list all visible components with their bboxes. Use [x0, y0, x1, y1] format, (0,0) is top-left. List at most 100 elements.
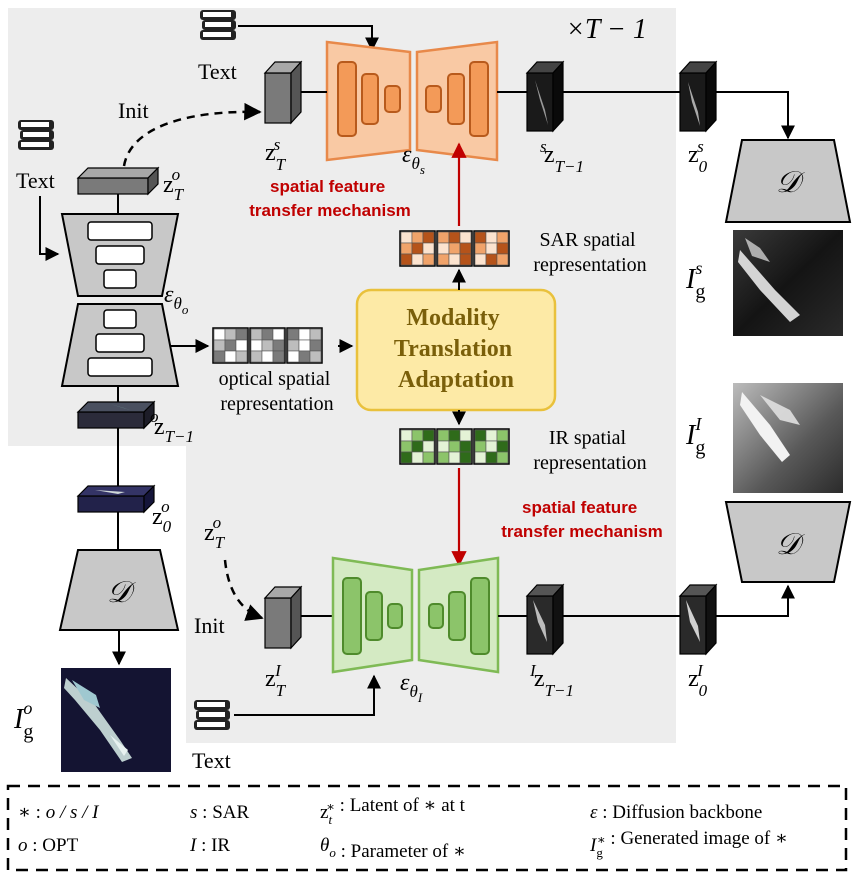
latent-zTm1-optical-label: zT−1o [150, 407, 194, 446]
grid-cell [411, 242, 424, 255]
grid-cell [309, 339, 322, 352]
latent-zT-optical-slab [76, 166, 160, 196]
grid-cell [422, 451, 435, 464]
grid-cell [474, 451, 487, 464]
grid-block [399, 428, 436, 465]
grid-cell [224, 328, 237, 341]
latent-zT-sar-cube [263, 60, 303, 125]
backbone-optical-label: εθo [164, 282, 189, 317]
init-label-top: Init [118, 98, 149, 123]
grid-cell [235, 328, 248, 341]
grid-cell [496, 451, 509, 464]
repeat-label: ×T − 1 [566, 14, 647, 45]
grid-cell [400, 429, 413, 442]
grid-cell [459, 242, 472, 255]
grid-cell [448, 429, 461, 442]
sar-rep-label: SAR spatial representation [533, 229, 646, 276]
ir-unet [331, 556, 500, 674]
decoder-ir [724, 501, 852, 583]
sar-spatial-representation [399, 230, 510, 267]
grid-cell [437, 253, 450, 266]
grid-cell [496, 429, 509, 442]
grid-cell [261, 339, 274, 352]
grid-cell [422, 429, 435, 442]
grid-cell [261, 350, 274, 363]
decoder-sar [724, 139, 852, 223]
grid-cell [485, 242, 498, 255]
text-label-optical: Text [16, 168, 55, 193]
grid-cell [250, 339, 263, 352]
grid-cell [437, 429, 450, 442]
latent-z0-ir-cube [678, 583, 718, 656]
text-label-ir: Text [192, 748, 231, 773]
book-icon [200, 10, 236, 40]
grid-cell [422, 253, 435, 266]
grid-block [212, 327, 249, 364]
grid-cell [459, 440, 472, 453]
book-icon [18, 120, 54, 150]
sar-unet [325, 40, 499, 162]
grid-cell [298, 350, 311, 363]
grid-cell [213, 350, 226, 363]
latent-zTm1-optical-slab [76, 400, 156, 430]
grid-cell [287, 339, 300, 352]
grid-cell [400, 440, 413, 453]
legend-item: zt∗ : Latent of ∗ at t [320, 795, 466, 827]
legend-item: θo : Parameter of ∗ [320, 835, 466, 862]
grid-block [473, 230, 510, 267]
grid-cell [400, 451, 413, 464]
grid-cell [400, 242, 413, 255]
grid-cell [496, 440, 509, 453]
grid-cell [448, 253, 461, 266]
modality-translation-adaptation-box [355, 288, 557, 412]
grid-cell [448, 451, 461, 464]
grid-cell [437, 440, 450, 453]
grid-block [249, 327, 286, 364]
sftm-bottom-label: spatial feature transfer mechanism [501, 498, 663, 541]
generated-ir-label: IgI [685, 414, 705, 459]
generated-sar-label: Igs [685, 258, 705, 303]
grid-cell [298, 328, 311, 341]
grid-cell [224, 350, 237, 363]
grid-cell [287, 328, 300, 341]
backbone-sar-label: εθs [402, 142, 425, 177]
grid-cell [448, 242, 461, 255]
grid-cell [411, 429, 424, 442]
optical-unet [60, 213, 180, 387]
grid-block [286, 327, 323, 364]
grid-block [473, 428, 510, 465]
grid-cell [287, 350, 300, 363]
grid-cell [474, 429, 487, 442]
latent-z0-sar-label: z0s [688, 137, 708, 176]
latent-zTm1-ir-label: zT−1I [529, 661, 574, 700]
grid-cell [309, 350, 322, 363]
grid-cell [235, 350, 248, 363]
grid-cell [411, 451, 424, 464]
grid-cell [474, 440, 487, 453]
legend-item: ∗ : o / s / I [18, 802, 100, 823]
grid-cell [485, 429, 498, 442]
grid-cell [459, 451, 472, 464]
grid-cell [224, 339, 237, 352]
grid-cell [459, 231, 472, 244]
grid-cell [474, 231, 487, 244]
decoder-optical [58, 549, 180, 631]
grid-block [399, 230, 436, 267]
optical-spatial-representation [212, 327, 323, 364]
grid-cell [261, 328, 274, 341]
latent-z0-optical-label: z0o [152, 497, 172, 536]
grid-cell [400, 231, 413, 244]
grid-cell [485, 231, 498, 244]
grid-cell [448, 231, 461, 244]
latent-zT-optical-label: zTo [163, 165, 185, 204]
grid-cell [272, 350, 285, 363]
grid-cell [485, 253, 498, 266]
latent-z0-sar-cube [678, 60, 718, 133]
latent-zT-ir-label: zTI [265, 661, 287, 700]
latent-zT-ir-cube [263, 585, 303, 650]
sftm-top-label: spatial feature transfer mechanism [249, 177, 411, 220]
grid-cell [213, 328, 226, 341]
latent-zT-sar-label: zTs [265, 135, 287, 174]
latent-zTm1-sar-cube [525, 60, 565, 133]
